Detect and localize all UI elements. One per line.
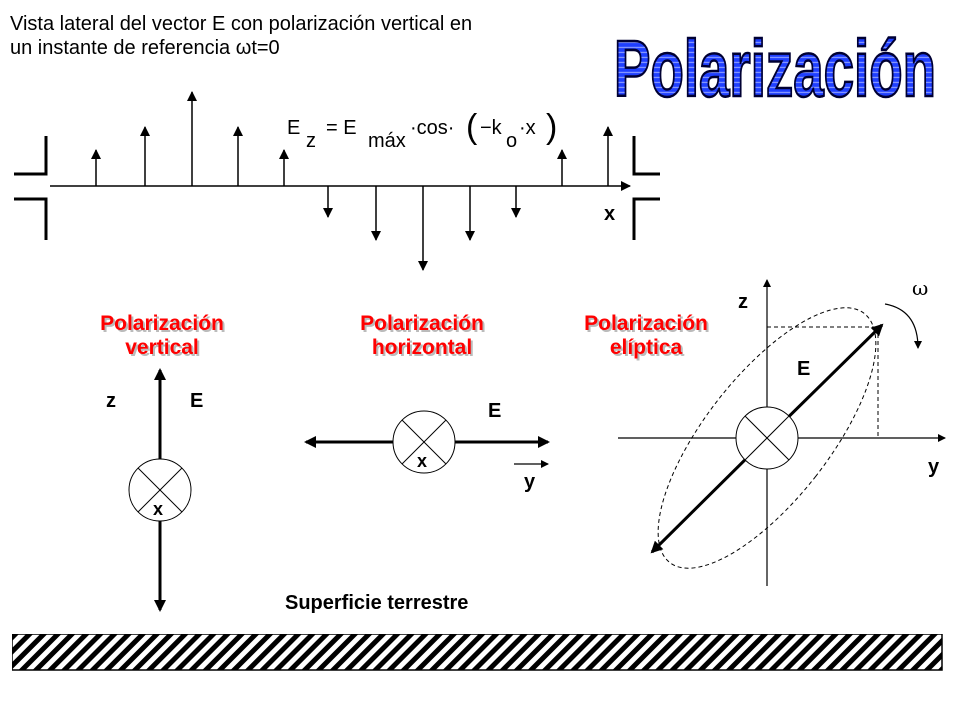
elliptical-polarization-diagram: z E y ω [618,276,946,586]
formula-paren-open: ( [466,108,478,146]
panel-title-elliptical-line2: elíptica [609,336,683,359]
panel-title-elliptical: Polarización elíptica [556,312,736,360]
title-text: Polarización [614,24,936,110]
formula-sub-o: o [506,130,517,152]
panel-title-vertical-line1: Polarización [100,312,224,335]
rotation-arrow [884,303,922,349]
ground-label: Superficie terrestre [285,592,469,614]
title-wordart: Polarización [613,23,937,110]
x-axis-label: x [417,451,427,471]
left-bracket-top [14,136,48,176]
formula-minus-k: −k [480,117,503,139]
e-label: E [797,358,810,380]
x-axis-label: x [604,203,615,225]
cross-line [137,467,183,513]
ground-hatch [12,634,943,671]
panel-title-horizontal: Polarización horizontal [332,312,512,360]
panel-title-horizontal-line1: Polarización [360,312,484,335]
y-axis-label: y [928,456,940,478]
vertical-polarization-diagram: z E x [106,368,203,612]
formula: E z = E máx ·cos· ( −k o ·x ) [287,108,557,152]
e-label: E [190,390,203,412]
ground-surface [12,634,943,671]
right-bracket-top [632,136,660,176]
panel-title-vertical: Polarización vertical [72,312,252,360]
right-bracket-bottom [632,197,660,240]
wave-arrows-down [323,186,521,271]
z-axis-label: z [106,390,116,412]
caption-line-2: un instante de referencia ωt=0 [10,37,280,59]
z-axis-label: z [738,291,748,313]
panel-title-vertical-line2: vertical [125,336,199,359]
cross-line [401,419,447,465]
side-view-diagram: E z = E máx ·cos· ( −k o ·x ) x [14,91,660,271]
panel-title-horizontal-line2: horizontal [371,336,473,359]
formula-e: E [287,117,300,139]
formula-cos: ·cos· [410,117,454,139]
horizontal-polarization-diagram: E x y [304,400,550,493]
formula-sub-max: máx [368,130,406,152]
formula-paren-close: ) [546,108,557,146]
x-axis-label: x [153,499,163,519]
wave-arrows-up [91,91,613,186]
panel-title-elliptical-line1: Polarización [584,312,708,335]
caption-line-1: Vista lateral del vector E con polarizac… [10,13,473,35]
formula-sub-z: z [306,130,316,152]
formula-dot-x: ·x [519,117,536,139]
e-label: E [488,400,501,422]
caption: Vista lateral del vector E con polarizac… [10,12,472,60]
formula-eq: = E [326,117,357,139]
polarization-ellipse [657,307,877,569]
cross-line [744,415,790,461]
y-axis-label: y [524,471,536,493]
omega-label: ω [912,276,928,300]
left-bracket-bottom [14,197,48,240]
